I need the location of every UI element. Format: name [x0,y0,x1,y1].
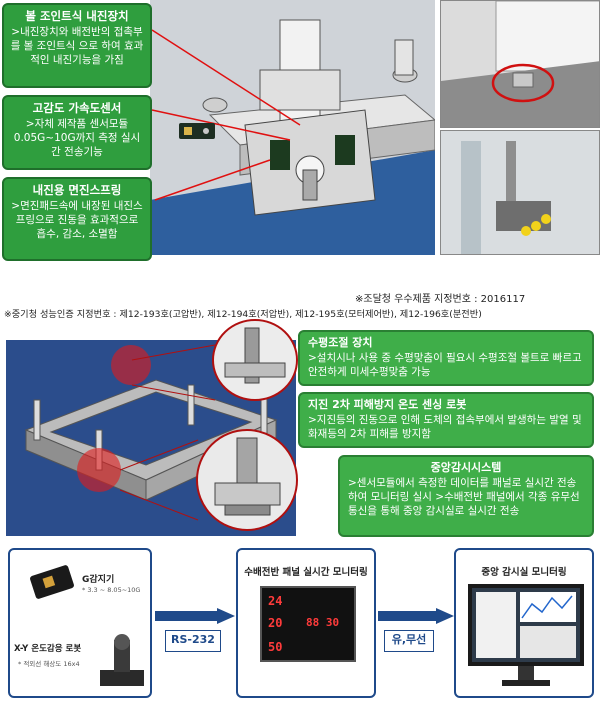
temperature-robot-icon [100,634,144,686]
callout-body: >면진패드속에 내장된 내진스프링으로 진동을 효과적으로 흡수, 감소, 소멸… [11,200,143,240]
arrow-right-icon [155,608,235,624]
leveling-zoom-inset [212,319,298,401]
leveling-bolt-photo [440,130,600,255]
readout-4: 88 30 [306,616,340,629]
panel-display: 24 20 50 88 30 [260,586,356,662]
callout-central-monitoring: 중앙감시시스템 >센서모듈에서 측정한 데이터를 패널로 실시간 전송하여 모니… [338,455,594,537]
switchboard-monitor-panel: 수배전반 패널 실시간 모니터링 24 20 50 88 30 [236,548,376,698]
sensor-module-icon [179,123,215,139]
callout-title: 지진 2차 피해방지 온도 센싱 로봇 [308,398,467,411]
g-sensor-label: G감지기 [82,575,115,585]
callout-title: 내진용 면진스프링 [32,183,122,197]
pointer-lines [151,29,301,201]
robot-label: X-Y 온도감응 로봇 [14,644,82,654]
top-product-diagram: 볼 조인트식 내진장치 >내진장치와 배전반의 접촉부를 볼 조인트식 으로 하… [0,0,600,265]
sensor-zoom-inset [196,429,298,531]
procurement-reference: ※조달청 우수제품 지정번호 : 2016117 [355,294,526,305]
g-sensor-icon [30,565,74,599]
callout-spring: 내진용 면진스프링 >면진패드속에 내장된 내진스프링으로 진동을 효과적으로 … [2,177,152,261]
central-monitor-title: 중앙 감시실 모니터링 [481,567,567,578]
callout-body: >센서모듈에서 측정한 데이터를 패널로 실시간 전송하여 모니터링 실시 >수… [348,477,580,517]
ball-joint-device-drawing [150,0,435,255]
zoom-pointer-lines [120,344,216,521]
callout-title: 수평조절 장치 [308,336,373,349]
certification-reference: ※중기청 성능인증 지정번호 : 제12-193호(고압반), 제12-194호… [4,309,482,320]
callout-body: >설치시나 사용 중 수평맞춤이 필요시 수평조절 볼트로 빠르고 안전하게 미… [308,352,582,378]
callout-accel-sensor: 고감도 가속도센서 >자체 제작품 센서모듈 0.05G~10G까지 측정 실시… [2,95,152,170]
cabinet-foot-photo [440,0,600,128]
readout-3: 50 [268,640,283,654]
callout-body: >지진등의 진동으로 인해 도체의 접속부에서 발생하는 발열 및 화재등의 2… [308,414,582,440]
callout-body: >내진장치와 배전반의 접촉부를 볼 조인트식 으로 하여 효과적인 내진기능을… [10,26,144,66]
callout-body: >자체 제작품 센서모듈 0.05G~10G까지 측정 실시간 전송기능 [13,118,141,158]
callout-ball-joint: 볼 조인트식 내진장치 >내진장치와 배전반의 접촉부를 볼 조인트식 으로 하… [2,3,152,88]
callout-temperature-robot: 지진 2차 피해방지 온도 센싱 로봇 >지진등의 진동으로 인해 도체의 접속… [298,392,594,448]
sensor-devices-panel: G감지기 * 3.3 ~ 8.05~10G X-Y 온도감응 로봇 * 적외선 … [8,548,152,698]
robot-sublabel: * 적외선 해상도 16x4 [18,660,80,668]
monitor-screen-icon [468,584,584,686]
callout-title: 고감도 가속도센서 [32,101,122,115]
callout-title: 볼 조인트식 내진장치 [25,9,129,23]
central-monitoring-panel: 중앙 감시실 모니터링 [454,548,594,698]
g-sensor-sublabel: * 3.3 ~ 8.05~10G [82,586,141,594]
arrow-right-icon [378,608,454,624]
panel-monitor-title: 수배전반 패널 실시간 모니터링 [244,567,368,578]
link-rs232-label: RS-232 [165,630,221,652]
callout-title: 중앙감시시스템 [430,461,502,474]
link-wireless-label: 유,무선 [384,630,434,652]
readout-2: 20 [268,616,283,630]
callout-leveling: 수평조절 장치 >설치시나 사용 중 수평맞춤이 필요시 수평조절 볼트로 빠르… [298,330,594,386]
readout-1: 24 [268,594,283,608]
